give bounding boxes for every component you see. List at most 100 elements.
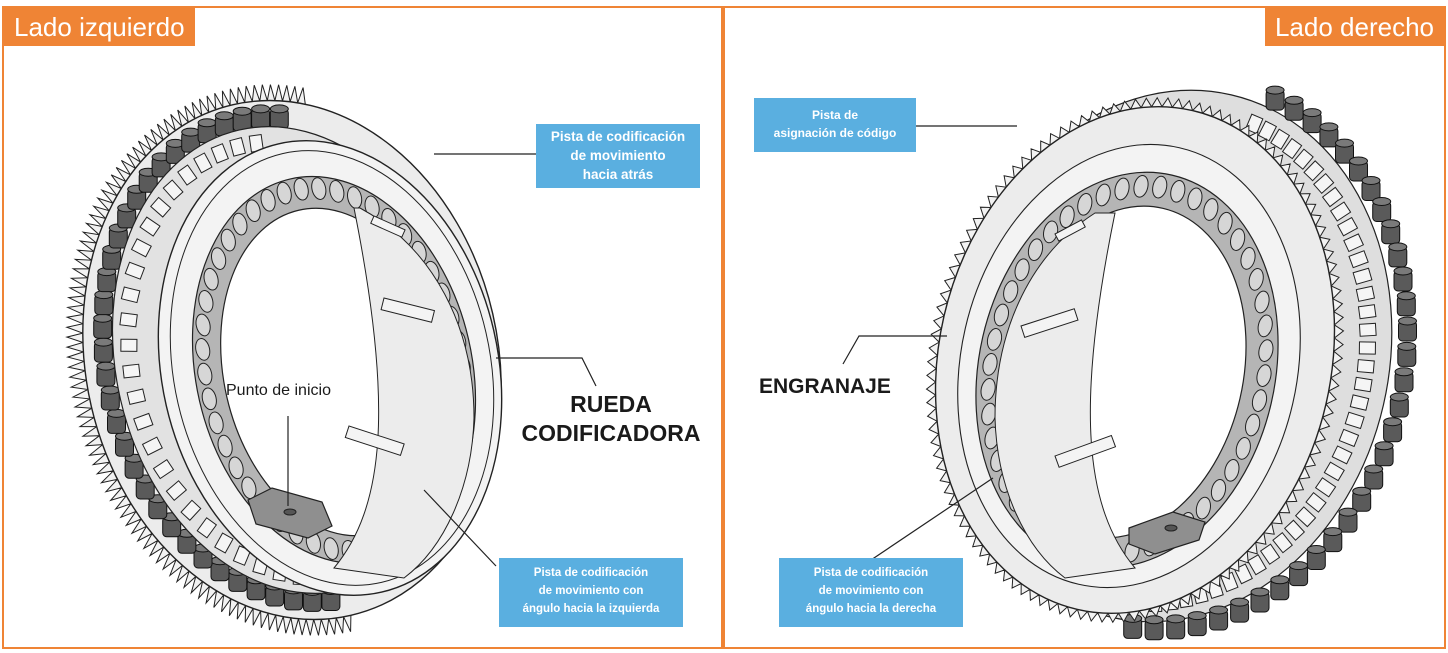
assignment-slot (1358, 341, 1376, 355)
coding-hole (245, 199, 261, 223)
start-point-hole (1164, 524, 1178, 532)
right-side-tab: Lado derecho (1264, 8, 1444, 46)
callout-line: ángulo hacia la izquierda (522, 603, 660, 615)
coding-hole (228, 456, 244, 480)
coding-peg (1394, 367, 1414, 377)
callout-line: ángulo hacia la derecha (805, 603, 937, 615)
coding-hole (276, 181, 292, 205)
wheel-front-edge (169, 150, 495, 586)
coding-peg (1323, 527, 1343, 537)
callout-line: Pista de codificación (533, 567, 649, 579)
track-slot (120, 338, 138, 352)
assignment-slot (1352, 267, 1373, 285)
coding-peg (1349, 156, 1368, 166)
coding-peg (1335, 138, 1354, 148)
assignment-slot (1348, 250, 1369, 269)
coding-peg (93, 337, 113, 347)
coding-peg (1144, 615, 1164, 625)
key-bar (380, 297, 436, 323)
gear-drawing (842, 85, 1417, 641)
assignment-slot (1321, 186, 1344, 208)
coding-hole (1217, 211, 1233, 235)
coding-peg (93, 313, 113, 323)
coding-hole (203, 267, 219, 291)
coding-peg (1250, 587, 1270, 597)
track-slot (162, 179, 184, 201)
assignment-slot (1356, 359, 1375, 374)
coding-hole (1210, 478, 1227, 502)
coding-hole (1245, 413, 1261, 437)
assignment-slot (1294, 506, 1317, 528)
coding-peg (1302, 108, 1322, 118)
inner-sleeve (994, 212, 1136, 579)
coding-hole (1258, 339, 1274, 362)
key-bar (1054, 434, 1117, 468)
assignment-slot (1270, 128, 1291, 150)
coding-hole (1170, 179, 1186, 203)
coding-peg (96, 361, 116, 371)
coding-peg (197, 118, 217, 128)
assignment-slot (1292, 148, 1314, 170)
right-angle-track-callout: Pista de codificación de movimiento con … (779, 558, 963, 627)
track-slot (139, 216, 161, 237)
coding-hole (1248, 268, 1264, 291)
track-slot (141, 436, 163, 456)
backward-track-callout: Pista de codificación de movimiento haci… (536, 124, 700, 188)
key-bar (1020, 308, 1079, 339)
coding-hole (982, 353, 998, 376)
coding-peg (1383, 417, 1403, 427)
assignment-slot (1337, 216, 1359, 237)
coding-peg (1289, 561, 1309, 571)
track-slot (150, 196, 172, 218)
start-point-block (1128, 511, 1206, 555)
coding-peg (1398, 316, 1417, 326)
coding-peg (1319, 122, 1339, 132)
coding-peg (1230, 597, 1250, 607)
coding-hole (1027, 238, 1044, 262)
coding-peg (214, 111, 234, 121)
coding-peg (1338, 507, 1358, 517)
coding-hole (198, 290, 214, 313)
coding-hole (1256, 364, 1272, 387)
key-bar (1054, 219, 1086, 242)
coding-peg (1265, 85, 1285, 95)
left-angle-track-callout: Pista de codificación de movimiento con … (499, 558, 683, 627)
gear-leader (842, 335, 947, 365)
callout-line: Pista de codificación (550, 129, 686, 144)
coding-hole (260, 188, 276, 212)
coding-hole (217, 434, 233, 458)
coding-peg (1284, 95, 1304, 105)
assignment-slot (1257, 120, 1278, 142)
coding-hole (195, 338, 211, 361)
assignment-slot (1357, 304, 1377, 320)
track-slot (180, 499, 202, 521)
assignment-slot (1281, 137, 1303, 160)
coding-peg (1372, 197, 1392, 206)
coding-peg (1306, 545, 1326, 554)
coding-wheel-leader (496, 357, 597, 387)
coding-hole (323, 537, 339, 560)
assignment-slot (1305, 492, 1327, 513)
assignment-slot (1355, 285, 1376, 302)
assignment-slot (1331, 445, 1353, 465)
left-angle-track-leader (423, 489, 497, 567)
coding-peg (232, 106, 252, 116)
coding-hole (1059, 205, 1075, 229)
coding-hole (311, 177, 327, 200)
coding-peg (1388, 242, 1408, 252)
assignment-slot (1344, 411, 1365, 430)
track-slot (193, 152, 213, 174)
coding-wheel-drawing (65, 84, 597, 636)
coding-hole (208, 411, 224, 435)
coding-hole (329, 180, 345, 203)
track-slot (229, 137, 247, 157)
key-bar (370, 215, 406, 238)
assignment-slot (1247, 554, 1267, 576)
track-slot (120, 286, 141, 304)
coding-peg (1361, 176, 1381, 185)
coding-hole (986, 328, 1003, 351)
coding-hole (980, 378, 996, 401)
coding-peg (1364, 464, 1384, 474)
coding-hole (1235, 437, 1251, 460)
track-slot (126, 388, 147, 405)
